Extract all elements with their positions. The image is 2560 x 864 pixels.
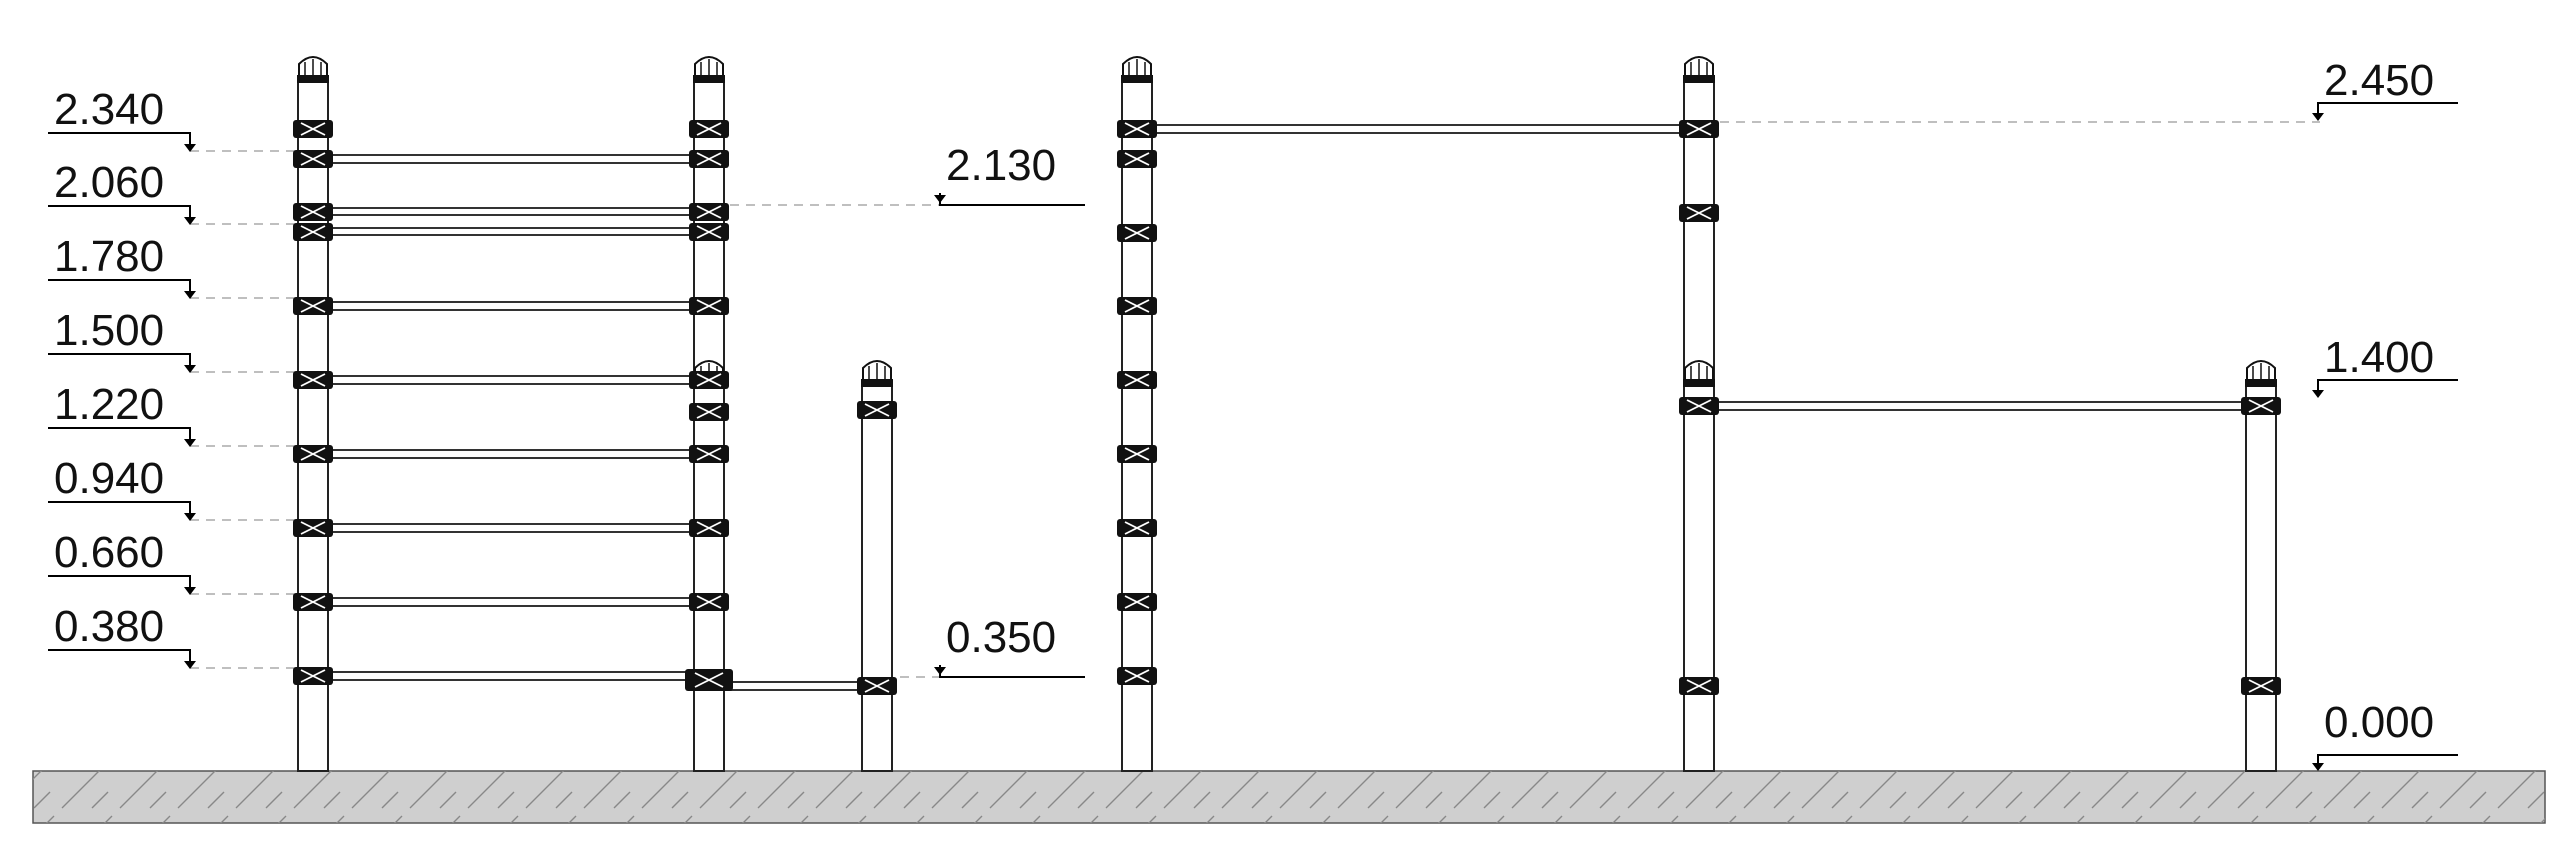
level-label-2060: 2.060	[54, 158, 164, 207]
level-label-2450: 2.450	[2324, 56, 2434, 105]
level-label-2130: 2.130	[946, 141, 1056, 190]
level-label-1220: 1.220	[54, 380, 164, 429]
level-label-0350: 0.350	[946, 613, 1056, 662]
level-marker-0940: 0.940	[48, 454, 196, 521]
post-caps	[297, 56, 2277, 387]
level-marker-0000: 0.000	[2312, 698, 2458, 771]
level-label-1400: 1.400	[2324, 333, 2434, 382]
level-label-0000: 0.000	[2324, 698, 2434, 747]
level-marker-2450: 2.450	[2312, 56, 2458, 121]
level-marker-2340: 2.340	[48, 85, 196, 152]
ground-slab	[32, 770, 2546, 824]
level-label-0940: 0.940	[54, 454, 164, 503]
posts	[297, 79, 2277, 772]
level-marker-0350: 0.350	[934, 613, 1085, 678]
post-1	[297, 79, 329, 772]
level-marker-2130: 2.130	[934, 141, 1085, 206]
post-2b	[693, 385, 725, 772]
post-5b	[1683, 385, 1715, 772]
level-marker-1220: 1.220	[48, 380, 196, 447]
level-label-0380: 0.380	[54, 602, 164, 651]
post-6	[2245, 385, 2277, 772]
horizontal-bars	[309, 124, 2261, 691]
level-reference-lines	[190, 121, 2320, 678]
level-marker-2060: 2.060	[48, 158, 196, 225]
clamps	[293, 120, 2281, 695]
post-3	[861, 385, 893, 772]
level-marker-1500: 1.500	[48, 306, 196, 373]
level-marker-0380: 0.380	[48, 602, 196, 669]
level-label-0660: 0.660	[54, 528, 164, 577]
level-marker-1780: 1.780	[48, 232, 196, 299]
level-label-1500: 1.500	[54, 306, 164, 355]
level-label-1780: 1.780	[54, 232, 164, 281]
level-marker-1400: 1.400	[2312, 333, 2458, 398]
level-marker-0660: 0.660	[48, 528, 196, 595]
level-label-2340: 2.340	[54, 85, 164, 134]
post-4	[1121, 79, 1153, 772]
